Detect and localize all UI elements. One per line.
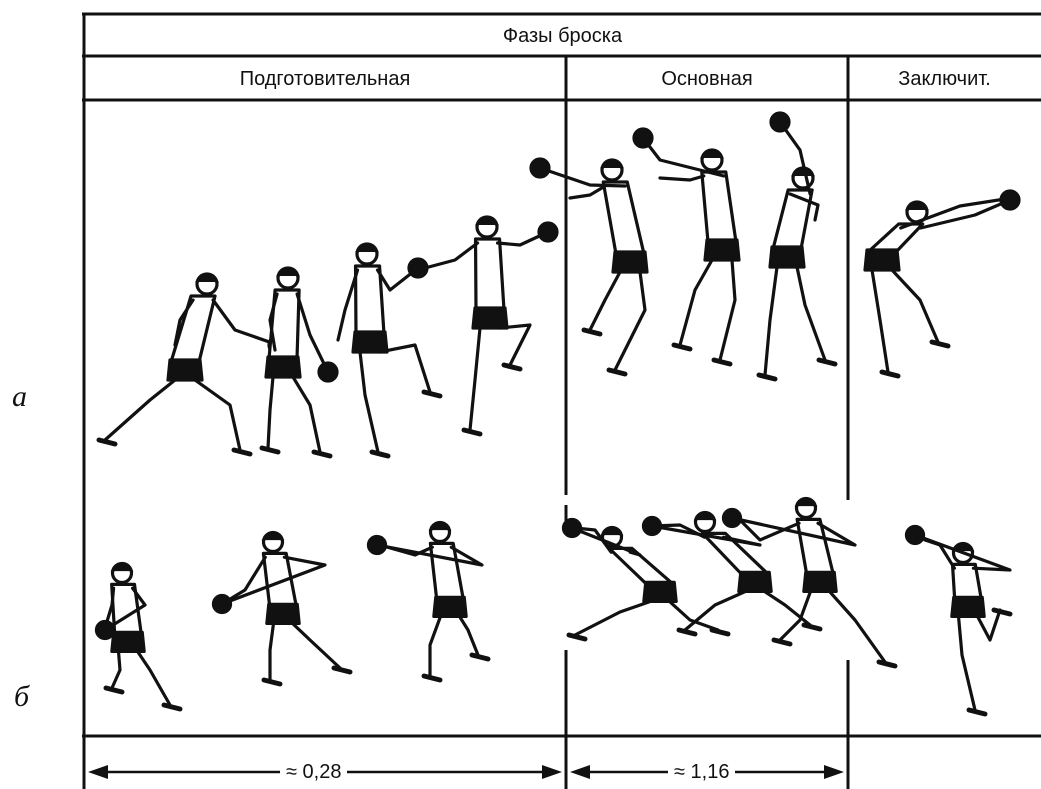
thrower-figure-icon xyxy=(262,268,337,456)
thrower-figure-icon xyxy=(759,113,835,379)
ball-icon xyxy=(1001,191,1019,209)
ball-icon xyxy=(539,223,557,241)
thrower-figure-icon xyxy=(96,564,180,710)
ball-icon xyxy=(531,159,549,177)
ball-icon xyxy=(563,519,580,536)
ball-icon xyxy=(906,526,923,543)
thrower-figure-icon xyxy=(906,526,1010,714)
ball-icon xyxy=(96,621,113,638)
ball-icon xyxy=(319,363,337,381)
thrower-figure-icon xyxy=(368,523,488,681)
thrower-figure-icon xyxy=(531,159,647,374)
thrower-figure-icon xyxy=(338,244,440,456)
thrower-figure-icon xyxy=(213,533,350,685)
ball-icon xyxy=(213,595,230,612)
thrower-figure-icon xyxy=(99,274,287,454)
thrower-figure-icon xyxy=(865,191,1019,376)
ball-icon xyxy=(723,509,740,526)
ball-icon xyxy=(634,129,652,147)
thrower-figure-icon xyxy=(425,217,557,434)
thrower-figure-icon xyxy=(634,129,739,364)
ball-icon xyxy=(643,517,660,534)
ball-icon xyxy=(368,536,385,553)
ball-icon xyxy=(771,113,789,131)
